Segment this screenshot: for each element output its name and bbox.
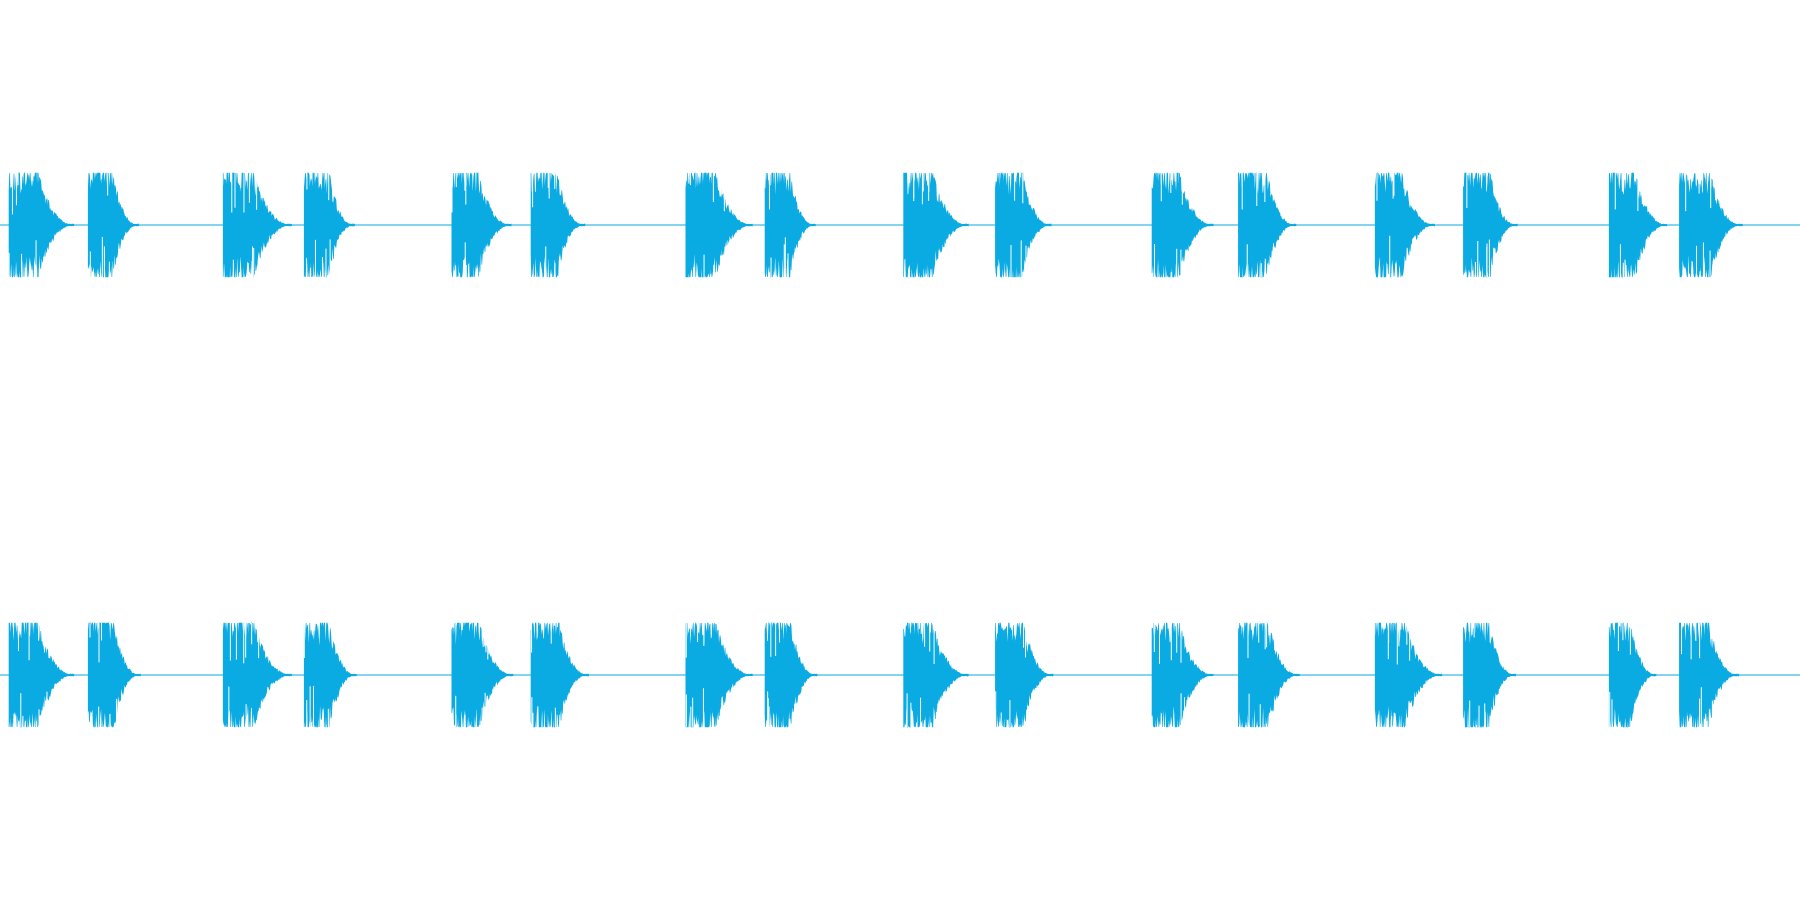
waveform-burst — [1679, 622, 1740, 728]
waveform-burst-shape — [1679, 172, 1743, 278]
waveform-burst — [764, 622, 818, 729]
waveform-burst-shape — [8, 172, 75, 278]
waveform-burst — [1151, 622, 1214, 728]
waveform-burst-shape — [303, 622, 357, 728]
waveform-burst-shape — [1151, 622, 1214, 728]
waveform-burst-shape — [1608, 622, 1657, 728]
waveform-burst-shape — [222, 621, 292, 728]
waveform-burst — [87, 172, 139, 278]
waveform-burst-shape — [685, 172, 753, 278]
waveform-burst — [1679, 172, 1743, 278]
waveform-burst-shape — [451, 622, 514, 728]
waveform-burst — [995, 172, 1052, 278]
waveform-burst — [222, 621, 292, 728]
waveform-burst — [303, 622, 357, 728]
waveform-burst — [903, 172, 969, 278]
waveform-burst — [1608, 622, 1657, 728]
waveform-burst — [8, 172, 75, 278]
waveform-burst-shape — [8, 622, 75, 728]
waveform-burst — [530, 621, 589, 728]
waveform-burst — [1463, 622, 1516, 729]
waveform-burst — [685, 622, 753, 728]
waveform-burst — [1151, 172, 1214, 278]
waveform-burst-shape — [303, 172, 355, 278]
waveform-burst-shape — [222, 172, 292, 278]
waveform-burst — [222, 172, 292, 278]
waveform-burst-shape — [764, 622, 818, 729]
waveform-burst-shape — [451, 172, 512, 278]
waveform-burst-shape — [1608, 172, 1668, 278]
waveform-burst-shape — [903, 172, 969, 278]
waveform-burst — [87, 622, 141, 728]
waveform-burst — [451, 172, 512, 278]
waveform-burst — [1238, 172, 1297, 278]
waveform-burst-shape — [1463, 622, 1516, 729]
waveform-burst — [685, 172, 753, 278]
waveform-burst-shape — [87, 622, 141, 728]
waveform-burst — [1608, 172, 1668, 278]
waveform-burst-shape — [1238, 172, 1297, 278]
waveform-burst — [764, 172, 816, 278]
waveform-burst — [1374, 172, 1435, 278]
waveform-burst-shape — [685, 622, 753, 728]
channel-right — [0, 621, 1800, 729]
waveform-burst-shape — [764, 172, 816, 278]
waveform-burst-shape — [1151, 172, 1214, 278]
waveform-burst — [1463, 172, 1518, 278]
waveform-burst — [8, 622, 75, 728]
channel-left — [0, 172, 1800, 278]
waveform-burst — [530, 172, 586, 278]
waveform-burst — [995, 622, 1054, 728]
waveform-burst — [903, 622, 969, 728]
waveform-burst — [1374, 622, 1443, 728]
waveform-burst — [1238, 622, 1300, 728]
waveform-burst — [303, 172, 355, 278]
waveform-burst — [451, 622, 514, 728]
waveform-burst-shape — [903, 622, 969, 728]
waveform-burst-shape — [1463, 172, 1518, 278]
waveform-burst-shape — [530, 621, 589, 728]
